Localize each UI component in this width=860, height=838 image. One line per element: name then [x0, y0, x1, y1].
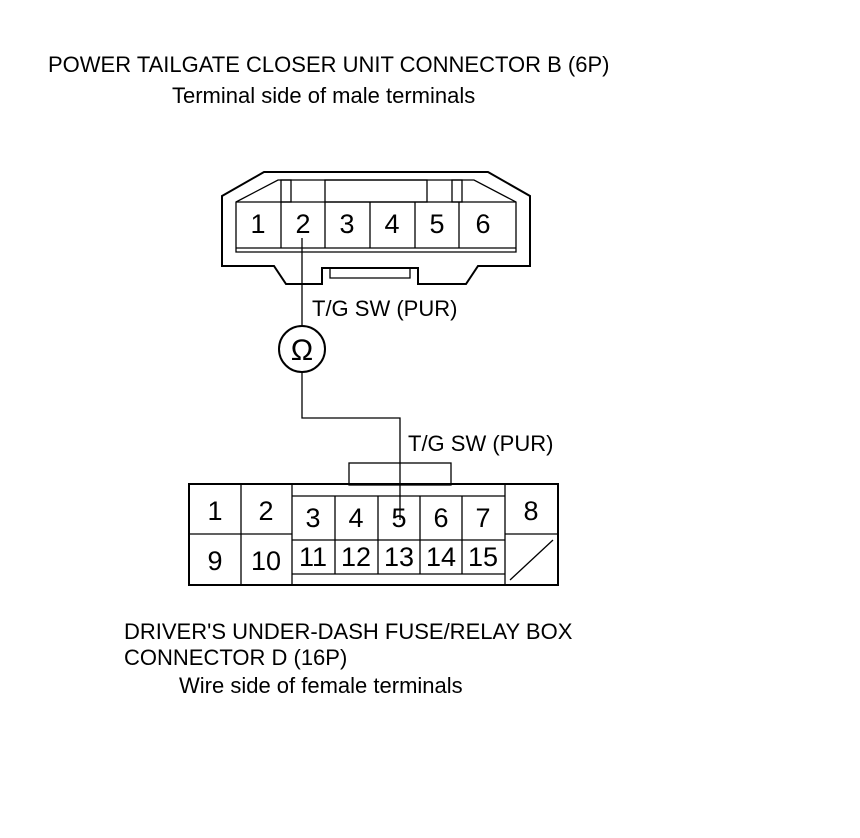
connector-b-pin-3: 3	[339, 209, 354, 239]
connector-d-subtitle: Wire side of female terminals	[179, 673, 463, 698]
connector-d-pin-9: 9	[207, 546, 222, 576]
connector-b-pin-5: 5	[429, 209, 444, 239]
connector-d-pin-3: 3	[305, 503, 320, 533]
ohmmeter-icon: Ω	[278, 325, 326, 373]
connector-d-pin-6: 6	[433, 503, 448, 533]
connector-b-pin-2: 2	[295, 209, 310, 239]
connector-d-pin-1: 1	[207, 496, 222, 526]
connector-d-pin-7: 7	[475, 503, 490, 533]
connector-b-housing	[221, 171, 531, 285]
connector-d-title-line2: CONNECTOR D (16P)	[124, 645, 347, 670]
wire-label-lower: T/G SW (PUR)	[408, 431, 553, 456]
connector-d-housing	[188, 462, 559, 586]
connector-b-pin-4: 4	[384, 209, 399, 239]
connector-d-pin-12: 12	[341, 542, 371, 572]
connector-d-pin-2: 2	[258, 496, 273, 526]
connector-b-pin-1: 1	[250, 209, 265, 239]
connector-d-pin-10: 10	[251, 546, 281, 576]
connector-d-pin-14: 14	[426, 542, 456, 572]
connector-b-subtitle: Terminal side of male terminals	[172, 83, 475, 108]
connector-d-pin-5: 5	[391, 503, 406, 533]
connector-d-pin-4: 4	[348, 503, 363, 533]
connector-d-title-line1: DRIVER'S UNDER-DASH FUSE/RELAY BOX	[124, 619, 573, 644]
connector-b-pin-6: 6	[475, 209, 490, 239]
connector-d-pin-13: 13	[384, 542, 414, 572]
connector-b-title: POWER TAILGATE CLOSER UNIT CONNECTOR B (…	[48, 52, 610, 77]
ohm-symbol: Ω	[291, 334, 313, 367]
wire-label-upper: T/G SW (PUR)	[312, 296, 457, 321]
wire-path	[301, 238, 401, 520]
connector-d-pin-15: 15	[468, 542, 498, 572]
connector-d-pin-8: 8	[523, 496, 538, 526]
connector-d-pin-11: 11	[299, 542, 327, 572]
